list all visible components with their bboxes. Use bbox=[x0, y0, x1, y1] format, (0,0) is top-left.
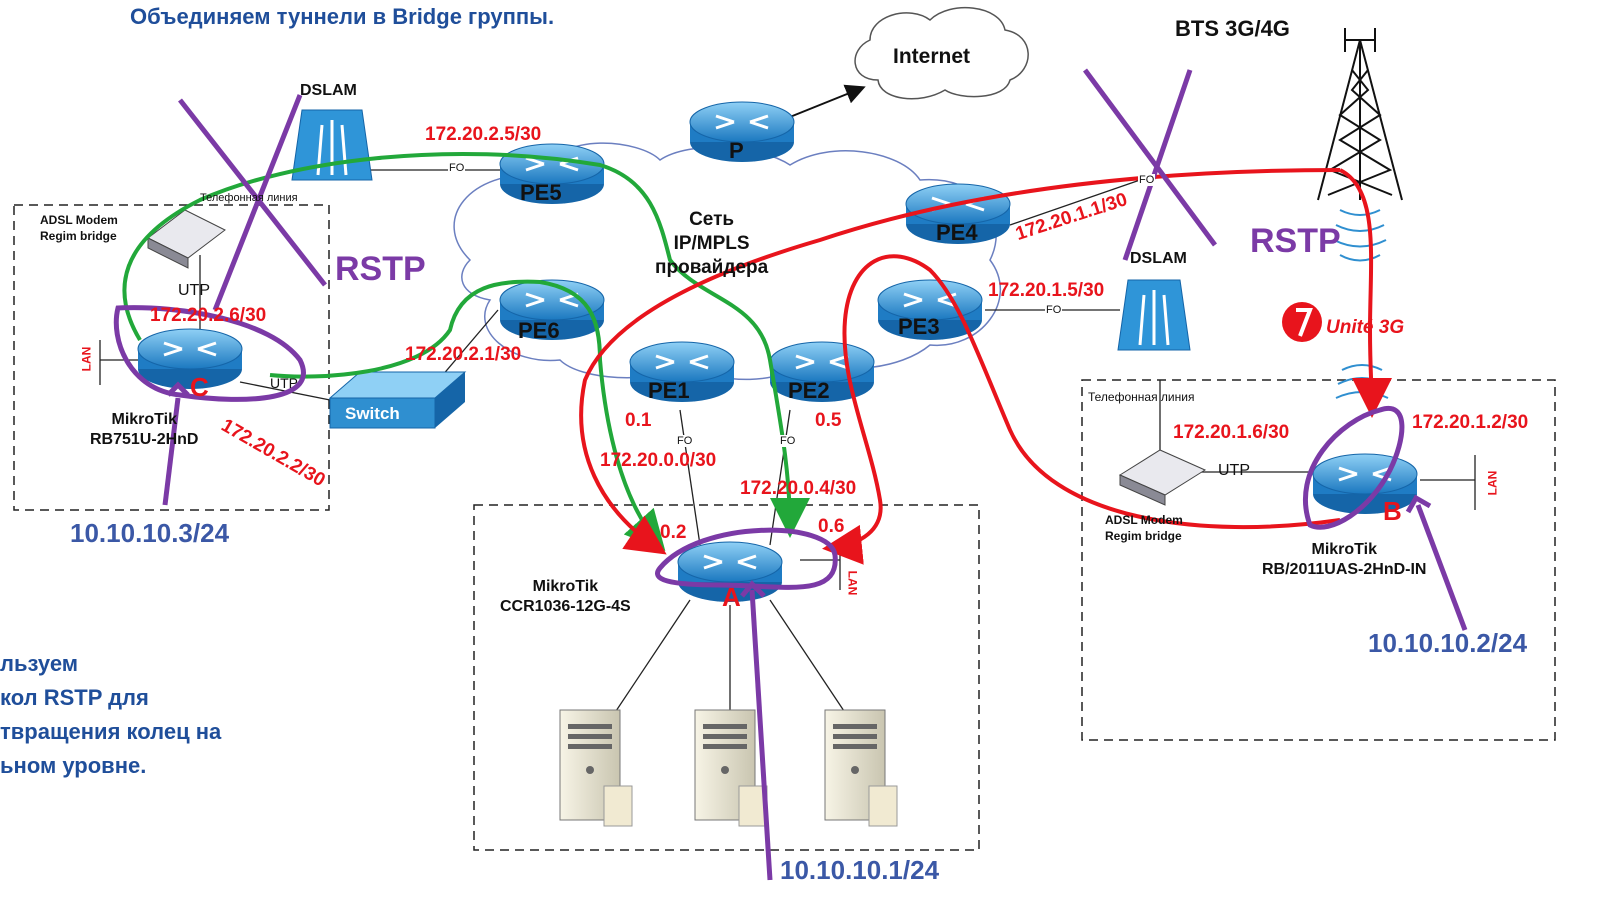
purple-bridge-marks bbox=[113, 305, 1468, 881]
unite-logo: Unité 3G bbox=[1282, 302, 1404, 342]
unite-text: Unité 3G bbox=[1326, 317, 1404, 338]
site-c-box bbox=[13, 204, 330, 511]
fo-label-pe1: FO bbox=[676, 435, 694, 447]
adsl-right-label: ADSL Modem Regim bridge bbox=[1105, 513, 1183, 543]
ip-pe5: 172.20.2.5/30 bbox=[425, 124, 542, 145]
utp-switch-label: UTP bbox=[270, 375, 298, 391]
phone-line-right-label: Телефонная линия bbox=[1088, 390, 1195, 404]
note-line-3: твращения колец на bbox=[0, 719, 222, 744]
utp-left-label: UTP bbox=[178, 282, 210, 299]
switch-icon bbox=[328, 371, 467, 429]
rstp-left-label: RSTP bbox=[335, 250, 426, 288]
ip-b-dsl: 172.20.1.6/30 bbox=[1173, 422, 1290, 443]
router-pe2-label: PE2 bbox=[788, 378, 830, 403]
switch-label: Switch bbox=[345, 404, 400, 423]
router-pe3-label: PE3 bbox=[898, 314, 940, 339]
dslam-right-label: DSLAM bbox=[1130, 250, 1187, 267]
lan-a-label: LAN bbox=[845, 570, 860, 596]
bridge-ip-b: 10.10.10.2/24 bbox=[1368, 628, 1528, 658]
note-line-2: кол RSTP для bbox=[0, 685, 149, 710]
bts-label: BTS 3G/4G bbox=[1175, 16, 1290, 41]
server-2-icon bbox=[694, 709, 768, 827]
ip-pe2-link: 172.20.0.4/30 bbox=[740, 478, 857, 499]
site-b-box bbox=[1081, 379, 1556, 741]
dslam-left-label: DSLAM bbox=[300, 82, 357, 99]
ip-b-3g: 172.20.1.2/30 bbox=[1412, 412, 1529, 433]
device-c-name: MikroTik RB751U-2HnD bbox=[90, 411, 199, 448]
router-p-label: P bbox=[729, 138, 744, 163]
router-pe1-label: PE1 bbox=[648, 378, 690, 403]
green-tunnels bbox=[122, 152, 810, 551]
utp-right-label: UTP bbox=[1218, 462, 1250, 479]
ip-pe3: 172.20.1.5/30 bbox=[988, 280, 1105, 301]
note-line-1: льзуем bbox=[0, 651, 79, 676]
router-pe5-label: PE5 bbox=[520, 180, 562, 205]
adsl-modem-right-icon bbox=[1118, 449, 1207, 506]
note-line-4: ьном уровне. bbox=[0, 753, 147, 778]
lan-b-label: LAN bbox=[1485, 470, 1500, 496]
failed-link-crosses bbox=[178, 68, 1218, 311]
node-b-letter: B bbox=[1383, 496, 1402, 526]
radio-waves-icon bbox=[1333, 209, 1389, 399]
fo-label-pe5: FO bbox=[448, 162, 466, 174]
bridge-ip-c: 10.10.10.3/24 bbox=[70, 518, 230, 548]
fo-label-pe2: FO bbox=[779, 435, 797, 447]
ip-a-port2: 0.6 bbox=[818, 516, 845, 537]
ip-pe1-port: 0.1 bbox=[625, 410, 652, 431]
dslam-right-icon bbox=[1117, 279, 1191, 351]
internet-cloud bbox=[854, 7, 1029, 100]
adsl-modem-left-icon bbox=[147, 209, 226, 269]
bridge-ip-a: 10.10.10.1/24 bbox=[780, 855, 940, 885]
internet-label: Internet bbox=[893, 45, 971, 68]
bts-tower-icon bbox=[1317, 28, 1403, 201]
site-a-box bbox=[473, 504, 980, 851]
rstp-right-label: RSTP bbox=[1250, 222, 1341, 260]
device-b-name: MikroTik RB/2011UAS-2HnD-IN bbox=[1262, 541, 1427, 578]
ip-pe6: 172.20.2.1/30 bbox=[405, 344, 522, 365]
ip-pe2-port: 0.5 bbox=[815, 410, 842, 431]
lan-c-label: LAN bbox=[79, 346, 94, 372]
router-pe6-label: PE6 bbox=[518, 318, 560, 343]
ip-c-up: 172.20.2.6/30 bbox=[150, 305, 267, 326]
server-3-icon bbox=[824, 709, 898, 827]
page-title: Объединяем туннели в Bridge группы. bbox=[130, 4, 555, 29]
fo-label-pe3: FO bbox=[1045, 304, 1063, 316]
phone-line-left-label: Телефонная линия bbox=[200, 192, 298, 204]
node-c-letter: C bbox=[190, 372, 209, 402]
adsl-left-label: ADSL Modem Regim bridge bbox=[40, 213, 118, 243]
ip-a-port1: 0.2 bbox=[660, 522, 687, 543]
server-1-icon bbox=[559, 709, 633, 827]
node-a-letter: A bbox=[722, 582, 741, 612]
fo-label-pe4: FO bbox=[1138, 174, 1156, 186]
ip-pe1-link: 172.20.0.0/30 bbox=[600, 450, 717, 471]
provider-network-label: Сеть IP/MPLS провайдера bbox=[655, 209, 769, 278]
router-pe4-label: PE4 bbox=[936, 220, 978, 245]
device-a-name: MikroTik CCR1036-12G-4S bbox=[500, 578, 631, 615]
